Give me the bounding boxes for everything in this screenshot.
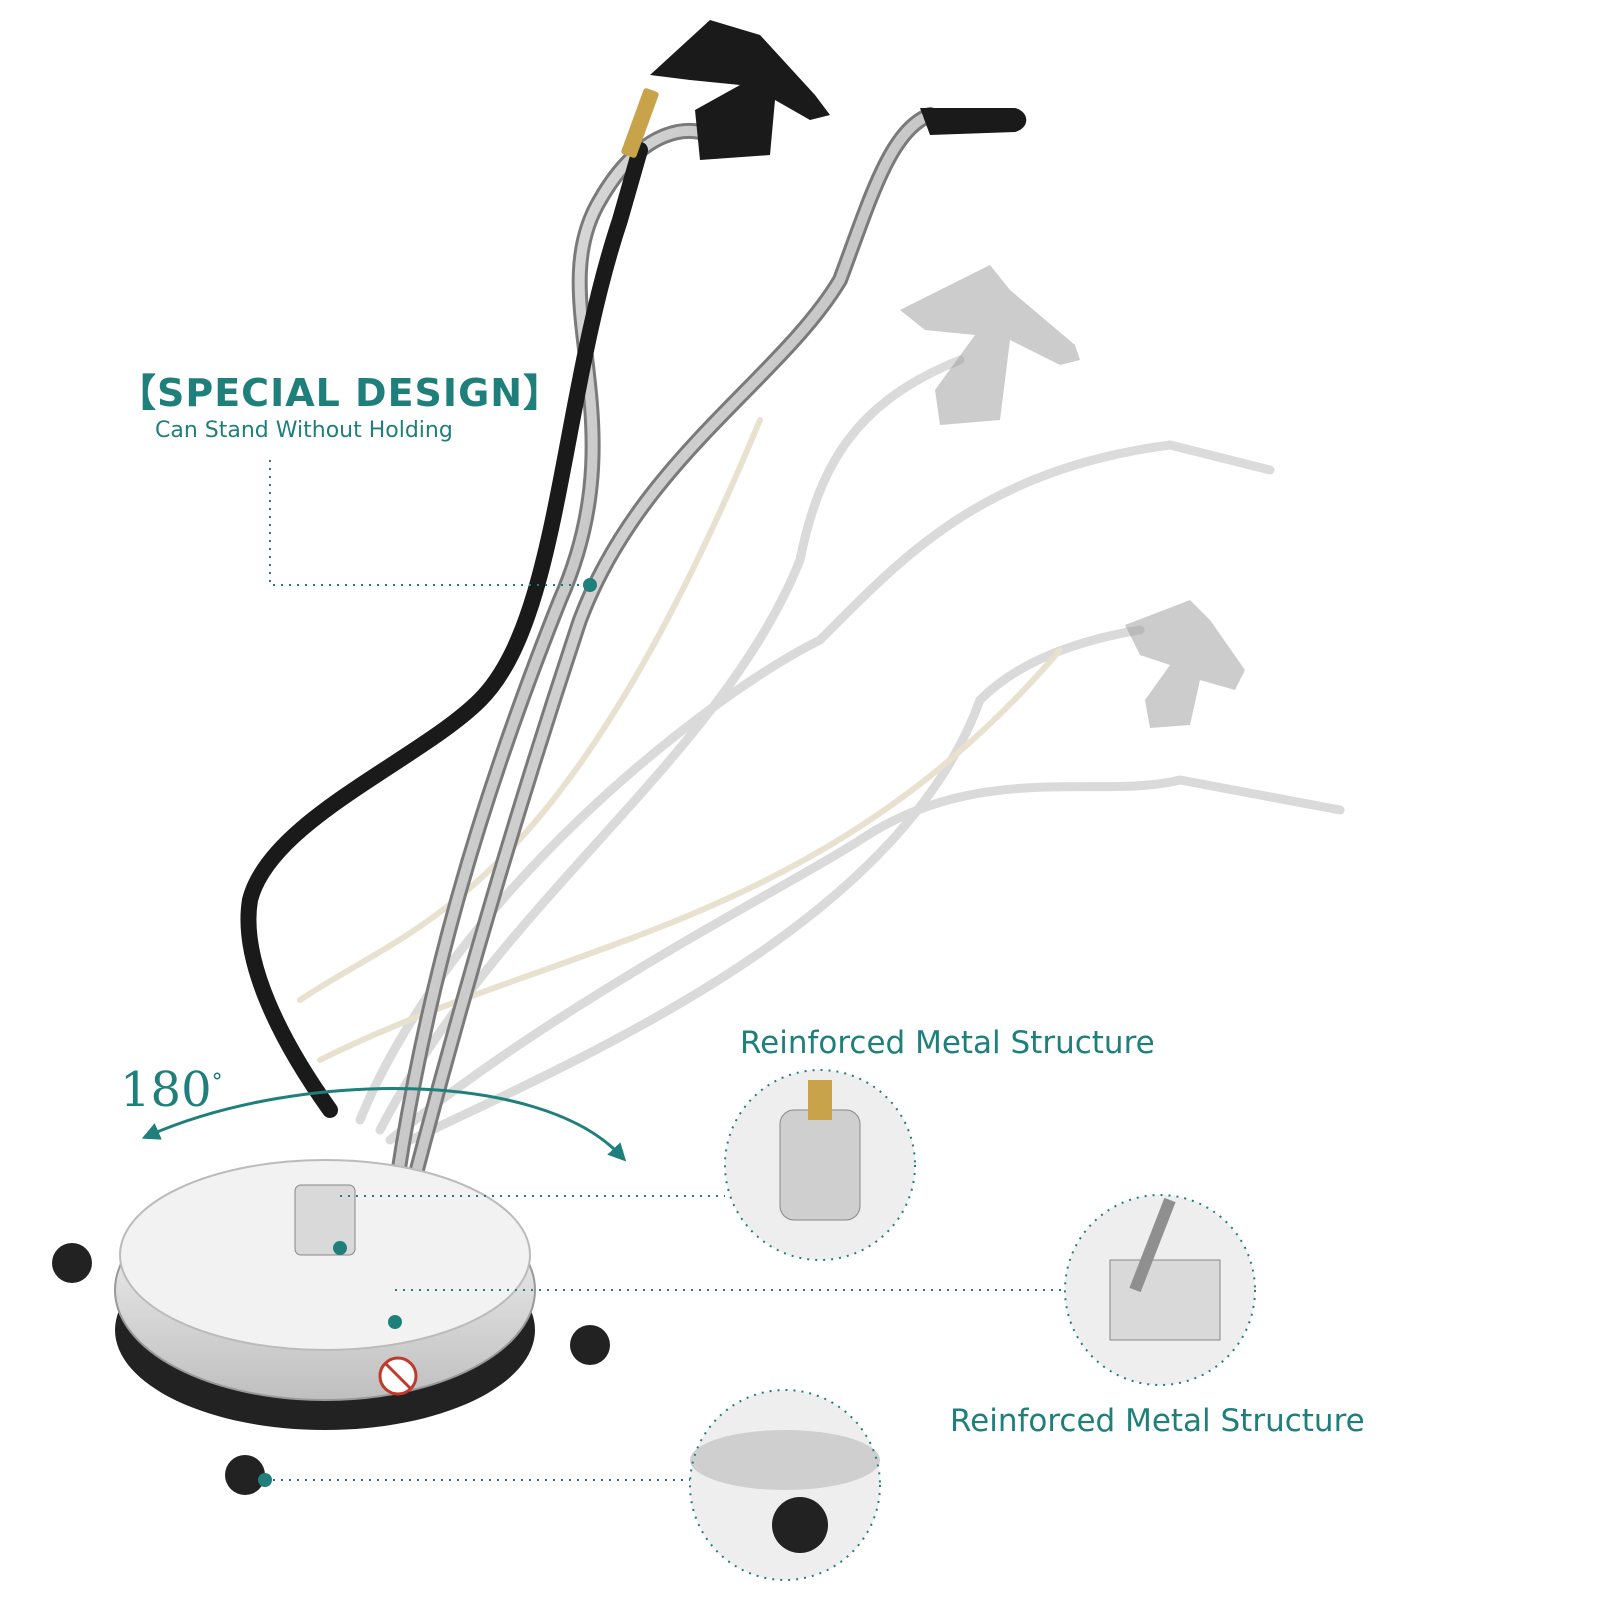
caster-wheels bbox=[52, 1243, 610, 1495]
handle-rail-left-shine bbox=[385, 125, 725, 1235]
reinforced-structure-label-bottom: Reinforced Metal Structure bbox=[950, 1403, 1365, 1439]
ghost-spray-gun-1 bbox=[900, 265, 1080, 425]
detail-zoom-caster bbox=[689, 1389, 881, 1581]
handle-grip bbox=[920, 108, 1027, 135]
rotation-angle-label: 180° bbox=[120, 1062, 223, 1118]
rotation-value: 180 bbox=[120, 1062, 212, 1118]
rotation-arc bbox=[141, 1087, 627, 1162]
hose bbox=[240, 142, 648, 1118]
ghost-spray-gun-2 bbox=[1125, 600, 1245, 728]
leader-special-design bbox=[269, 460, 590, 586]
ghost-handle-3 bbox=[385, 775, 1345, 1145]
special-design-subtitle: Can Stand Without Holding bbox=[155, 418, 453, 443]
caster-wheel bbox=[52, 1243, 92, 1283]
swivel-hub bbox=[294, 1184, 356, 1256]
ghost-spray-guns bbox=[900, 265, 1245, 728]
callout-dots bbox=[258, 578, 597, 1487]
reinforced-structure-label-top: Reinforced Metal Structure bbox=[740, 1025, 1155, 1061]
caster-wheel bbox=[225, 1455, 265, 1495]
special-design-title: 【SPECIAL DESIGN】 bbox=[118, 371, 563, 415]
surface-cleaner-base bbox=[114, 1159, 536, 1430]
upright-handle bbox=[382, 107, 938, 1243]
handle-rail-right-shine bbox=[395, 110, 935, 1240]
detail-zoom-frame bbox=[1064, 1194, 1256, 1386]
rotation-unit: ° bbox=[211, 1070, 223, 1095]
ghost-handle-2 bbox=[375, 355, 965, 1135]
callout-leaders bbox=[265, 460, 1065, 1481]
spray-gun bbox=[650, 20, 830, 160]
detail-zoom-hub bbox=[724, 1069, 916, 1261]
caster-wheel bbox=[570, 1325, 610, 1365]
hose-brass-fitting bbox=[621, 88, 659, 158]
ghost-handle-1 bbox=[355, 440, 1275, 1125]
